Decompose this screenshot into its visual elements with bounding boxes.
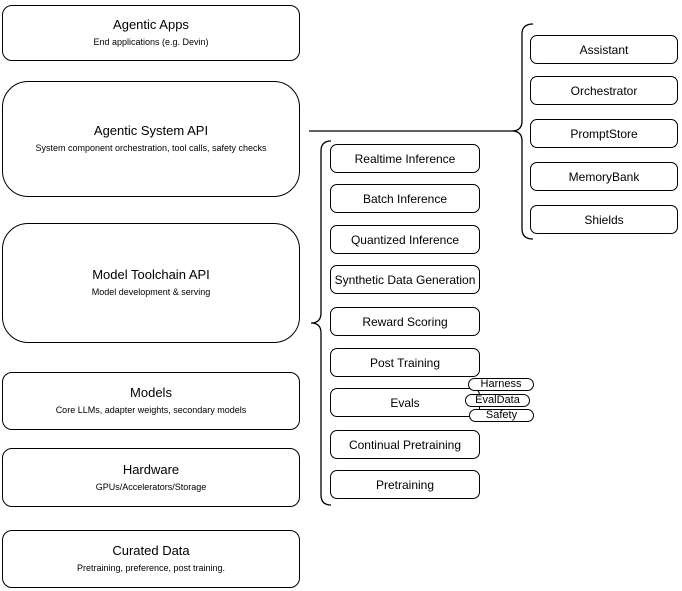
layer-title: Curated Data [112,543,190,559]
component-label: Evals [390,395,420,410]
component-label: MemoryBank [568,169,640,184]
layer-subtitle: Core LLMs, adapter weights, secondary mo… [55,405,247,416]
component-label: Batch Inference [362,191,448,206]
component-label: Continual Pretraining [348,437,462,452]
component-quantized-inference: Quantized Inference [330,225,480,254]
toolchain-brace [310,140,332,506]
component-label: Quantized Inference [350,232,460,247]
layer-title: Agentic Apps [113,17,189,33]
pill-label: Harness [480,378,522,390]
pill-label: Safety [485,409,518,421]
layer-subtitle: Pretraining, preference, post training. [76,563,226,574]
component-evals: Evals [330,388,480,417]
component-continual-pretraining: Continual Pretraining [330,430,480,459]
component-label: Reward Scoring [362,314,448,329]
layer-models: Models Core LLMs, adapter weights, secon… [2,372,300,430]
component-synthetic-data-generation: Synthetic Data Generation [330,265,480,294]
evals-tag-safety: Safety [469,409,534,422]
component-label: Assistant [579,42,629,57]
layer-agentic-system-api: Agentic System API System component orch… [2,81,300,197]
layer-subtitle: End applications (e.g. Devin) [93,37,209,48]
evals-tag-evaldata: EvalData [465,394,530,407]
layer-agentic-apps: Agentic Apps End applications (e.g. Devi… [2,5,300,61]
layer-title: Agentic System API [93,123,209,139]
layer-curated-data: Curated Data Pretraining, preference, po… [2,530,300,588]
component-label: Post Training [369,355,441,370]
layer-subtitle: System component orchestration, tool cal… [35,143,267,154]
layer-model-toolchain-api: Model Toolchain API Model development & … [2,223,300,343]
component-label: Shields [584,212,624,227]
component-realtime-inference: Realtime Inference [330,144,480,173]
component-pretraining: Pretraining [330,470,480,499]
component-label: Synthetic Data Generation [334,272,476,287]
layer-subtitle: Model development & serving [91,287,211,298]
component-label: Pretraining [375,477,435,492]
system-component-promptstore: PromptStore [530,119,678,148]
component-batch-inference: Batch Inference [330,184,480,213]
layer-title: Models [130,385,172,401]
layer-hardware: Hardware GPUs/Accelerators/Storage [2,448,300,507]
layer-title: Model Toolchain API [92,267,210,283]
system-component-memorybank: MemoryBank [530,162,678,191]
layer-title: Hardware [122,461,180,477]
pill-label: EvalData [475,394,520,406]
component-post-training: Post Training [330,348,480,377]
component-reward-scoring: Reward Scoring [330,307,480,336]
system-component-assistant: Assistant [530,35,678,64]
evals-tag-harness: Harness [468,378,534,391]
component-label: PromptStore [570,126,638,141]
system-component-orchestrator: Orchestrator [530,76,678,105]
layer-subtitle: GPUs/Accelerators/Storage [95,481,207,492]
component-label: Orchestrator [570,83,638,98]
system-component-shields: Shields [530,205,678,234]
component-label: Realtime Inference [354,151,456,166]
